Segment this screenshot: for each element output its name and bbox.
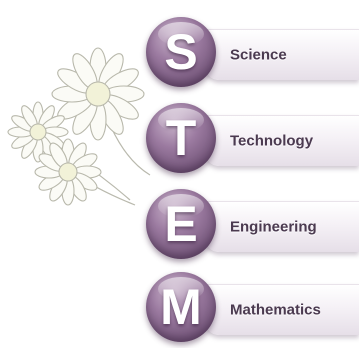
stem-row-mathematics: Mathematics M bbox=[0, 268, 359, 348]
technology-letter-disc: T bbox=[146, 103, 216, 173]
science-bar: Science bbox=[205, 29, 359, 80]
science-label: Science bbox=[230, 46, 287, 64]
engineering-letter-disc: E bbox=[146, 189, 216, 259]
engineering-letter: E bbox=[164, 196, 198, 252]
stem-row-engineering: Engineering E bbox=[0, 185, 359, 265]
stem-row-technology: Technology T bbox=[0, 99, 359, 179]
technology-letter: T bbox=[165, 110, 197, 166]
science-letter-disc: S bbox=[146, 17, 216, 87]
mathematics-letter-disc: M bbox=[146, 272, 216, 342]
mathematics-label: Mathematics bbox=[230, 301, 321, 319]
technology-label: Technology bbox=[230, 132, 314, 150]
stem-row-science: Science S bbox=[0, 13, 359, 93]
mathematics-bar: Mathematics bbox=[205, 284, 359, 335]
technology-bar: Technology bbox=[205, 115, 359, 166]
engineering-label: Engineering bbox=[230, 218, 317, 236]
engineering-bar: Engineering bbox=[205, 201, 359, 252]
daisy-flowers-illustration bbox=[7, 47, 151, 206]
mathematics-letter: M bbox=[160, 279, 202, 335]
science-letter: S bbox=[164, 24, 198, 80]
